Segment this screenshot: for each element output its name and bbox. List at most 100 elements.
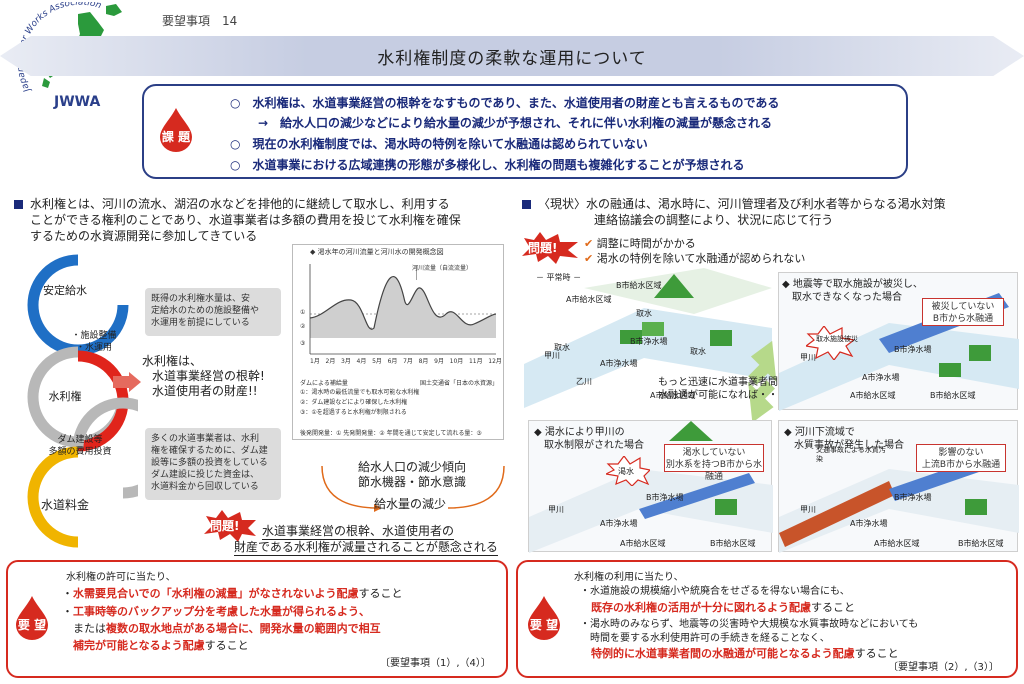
- issue-line-1: ○ 水利権は、水道事業経営の根幹をなすものであり、また、水道使用者の財産とも言え…: [230, 96, 780, 110]
- request-right-item-1: ・水道施設の規模縮小や統廃合をせざるを得ない場合にも、: [580, 586, 850, 597]
- problem-badge-right: 問題!: [528, 241, 558, 255]
- case-3-title: ◆ 河川下流域で 水質事故が発生した場合: [784, 427, 904, 451]
- doc-number: 要望事項 14: [162, 14, 238, 28]
- problem-line-2: 財産である水利権が減量されることが懸念される: [234, 540, 498, 556]
- map-intake-3: 取水: [690, 347, 706, 356]
- case-3-note: 影響のない 上流B市から水融通: [916, 444, 1006, 472]
- chart-bottom-note: 後発開発量：① 先発開発量：② 年間を通じて安定して流れる量：③: [300, 430, 482, 437]
- case-1-a-plant: A市浄水場: [862, 373, 900, 382]
- gray-note-2: 多くの水道事業者は、水利 権を確保するために、ダム建 設等に多額の投資をしている…: [145, 428, 281, 500]
- case-2-b-area: B市給水区域: [710, 539, 756, 548]
- case-2-burst-icon: [606, 456, 650, 486]
- cycle-top: 安定給水: [43, 284, 87, 297]
- map-river-ko: 甲川: [544, 351, 560, 360]
- request-left-item-1: ・水需要見合いでの「水利権の減量」がなされないよう配慮すること: [62, 587, 403, 600]
- map-a-plant: A市浄水場: [600, 359, 638, 368]
- reduction-curve-arrow: [321, 465, 505, 512]
- issue-line-4: ○ 水道事業における広域連携の形態が多様化し、水利権の問題も複雑化することが予想…: [230, 158, 745, 172]
- request-box-left: [6, 560, 508, 678]
- case-2-title: ◆ 渇水により甲川の 取水制限がされた場合: [534, 427, 644, 451]
- map-a-area: A市給水区域: [566, 295, 612, 304]
- map-intake-2: 取水: [554, 343, 570, 352]
- gray-note-1: 既得の水利権水量は、安 定給水のための施設整備や 水運用を前提にしている: [145, 288, 281, 336]
- reduction-result: 給水量の減少: [373, 497, 446, 511]
- request-left-item-4: 補完が可能となるよう配慮すること: [73, 639, 249, 652]
- case-panel-drought: [528, 420, 773, 553]
- chart-notes: ①：渇水時の最低流量でも取水可能な水利権 ②：ダム建設などにより確保した水利権 …: [300, 389, 420, 416]
- logo-text: JWWA: [53, 94, 100, 110]
- chart-marker-1: ①: [300, 309, 306, 316]
- request-right-item-4: 時間を要する水利使用許可の手続きを経ることなく、: [580, 633, 830, 644]
- case-1-river: 甲川: [800, 353, 816, 362]
- chart-title: ◆ 渇水年の河川流量と河川水の開発概念図: [310, 248, 444, 256]
- reduction-causes: 給水人口の減少傾向 節水機器・節水意識: [357, 460, 466, 489]
- request-badge-left: 要 望: [17, 618, 47, 632]
- cycle-facilities: ・施設整備 ・水運用: [71, 331, 117, 353]
- request-right-ref: 〔要望事項（2）,（3）〕: [888, 662, 999, 673]
- case-2-river: 甲川: [548, 505, 564, 514]
- bullet-square-icon: [14, 200, 23, 209]
- case-panel-accident: [778, 420, 1019, 553]
- chart-marker-3: ③: [300, 340, 306, 347]
- problem-line-1: 水道事業経営の根幹、水道使用者の: [262, 524, 455, 540]
- water-right-statement: 水利権は、 水道事業経営の根幹! 水道使用者の財産!!: [142, 354, 265, 398]
- request-left-item-3: または複数の取水地点がある場合に、開発水量の範囲内で相互: [62, 622, 381, 635]
- green-arrows-icon: [748, 340, 777, 420]
- chart-source: 国土交通省「日本の水資源」: [420, 380, 499, 387]
- case-1-title: ◆ 地震等で取水施設が被災し、 取水できなくなった場合: [782, 279, 923, 303]
- right-intro: 〈現状〉水の融通は、渇水時に、河川管理者及び利水者等からなる渇水対策 連絡協議会…: [538, 197, 946, 227]
- case-3-a-area: A市給水区域: [874, 539, 920, 548]
- page-title: 水利権制度の柔軟な運用について: [377, 49, 647, 69]
- request-left-lead: 水利権の許可に当たり、: [66, 572, 176, 583]
- left-intro: 水利権とは、河川の流水、湖沼の水などを排他的に継続して取水し、利用する ことがで…: [30, 197, 461, 243]
- problem-badge-left: 問題!: [210, 519, 240, 533]
- map-b-area: B市給水区域: [616, 281, 662, 290]
- map-b-plant: B市浄水場: [630, 337, 668, 346]
- cycle-bottom: 水道料金: [40, 498, 89, 512]
- chart-legend-flow: 河川流量（自流流量）: [412, 265, 473, 272]
- case-3-river: 甲川: [800, 505, 816, 514]
- case-1-note: 被災していない B市から水融通: [922, 298, 1004, 326]
- case-2-tag: 渇水: [618, 467, 634, 476]
- case-1-b-plant: B市浄水場: [894, 345, 932, 354]
- flow-chart-box: [292, 244, 504, 440]
- problem-burst-icon-left: [204, 510, 256, 542]
- cycle-rings: [27, 254, 138, 548]
- bullet-square-icon-right: [522, 200, 531, 209]
- request-right-item-3: ・渇水時のみならず、地震等の災害時や大規模な水質事故時などにおいても: [580, 619, 919, 630]
- request-badge-right: 要 望: [529, 618, 559, 632]
- request-left-item-2: ・工事時等のバックアップ分を考慮した水量が得られるよう、: [62, 605, 370, 618]
- chart-dam-note: ダムによる補給量: [300, 380, 348, 387]
- case-3-a-plant: A市浄水場: [850, 519, 888, 528]
- request-right-item-5: 特例的に水道事業者間の水融通が可能となるよう配慮すること: [591, 647, 899, 660]
- right-problems: ✔ 調整に時間がかかる ✔ 渇水の特例を除いて水融通が認められない: [584, 237, 806, 265]
- case-2-b-plant: B市浄水場: [646, 493, 684, 502]
- request-right-lead: 水利権の利用に当たり、: [574, 572, 684, 583]
- case-2-a-plant: A市浄水場: [600, 519, 638, 528]
- red-arrow-icon: [113, 372, 141, 392]
- issue-line-2: → 給水人口の減少などにより給水量の減少が予想され、それに伴い水利権の減量が懸念…: [258, 116, 772, 130]
- flex-note: もっと迅速に水道事業者間の 水融通が可能になれば・・・: [658, 377, 788, 401]
- problem-burst-icon-right: [522, 232, 578, 264]
- title-band: [0, 36, 1024, 76]
- issues-box: [142, 84, 908, 179]
- chart-marker-2: ②: [300, 323, 306, 330]
- cycle-investment: ダム建設等 多額の費用投資: [48, 435, 112, 457]
- request-left-ref: 〔要望事項（1）,（4）〕: [380, 658, 491, 669]
- request-right-item-2: 既存の水利権の活用が十分に図れるよう配慮すること: [591, 601, 855, 614]
- case-1-b-area: B市給水区域: [930, 391, 976, 400]
- issue-line-3: ○ 現在の水利権制度では、渇水時の特例を除いて水融通は認められていない: [230, 137, 648, 151]
- case-2-a-area: A市給水区域: [620, 539, 666, 548]
- case-1-a-area: A市給水区域: [850, 391, 896, 400]
- normal-map: [524, 268, 772, 410]
- request-drop-icon-left: [14, 596, 50, 640]
- case-1-tag: 取水施設被災: [816, 335, 858, 343]
- map-a-area-2: A市給水区域: [650, 391, 696, 400]
- case-3-tag: 交通事故による水質汚染: [816, 446, 886, 463]
- normal-label: － 平常時 －: [536, 273, 582, 282]
- case-3-b-plant: B市浄水場: [894, 493, 932, 502]
- case-2-note: 渇水していない 別水系を持つB市から水融通: [664, 444, 764, 482]
- flow-chart: [309, 264, 497, 355]
- case-1-burst-icon: [806, 326, 854, 360]
